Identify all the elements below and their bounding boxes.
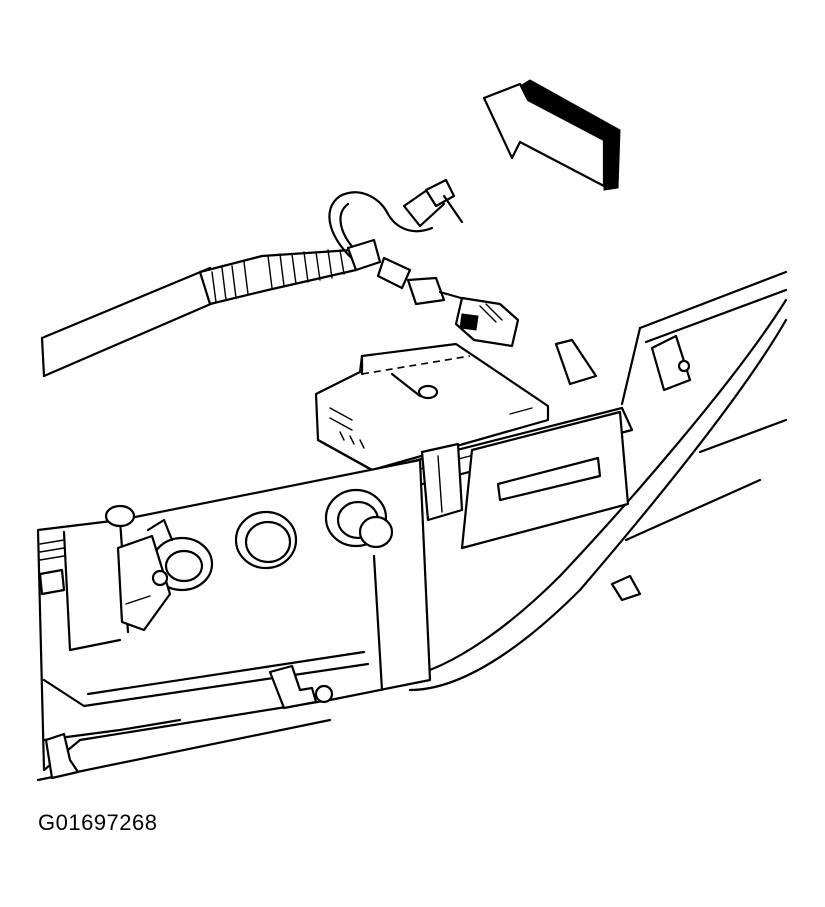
upper-trim-panel — [40, 266, 222, 378]
figure-id-label: G01697268 — [38, 810, 158, 835]
retaining-clip — [268, 664, 334, 710]
console-side-panel — [396, 270, 788, 692]
sensor-wire-loop — [328, 178, 470, 306]
direction-arrow — [482, 79, 621, 191]
control-module — [314, 342, 550, 472]
sensor-connector — [454, 296, 520, 348]
right-knob — [324, 488, 394, 549]
wiring-harness — [198, 248, 358, 306]
center-knob — [234, 510, 298, 570]
lower-clip — [44, 732, 80, 780]
mounting-bracket — [116, 518, 174, 632]
